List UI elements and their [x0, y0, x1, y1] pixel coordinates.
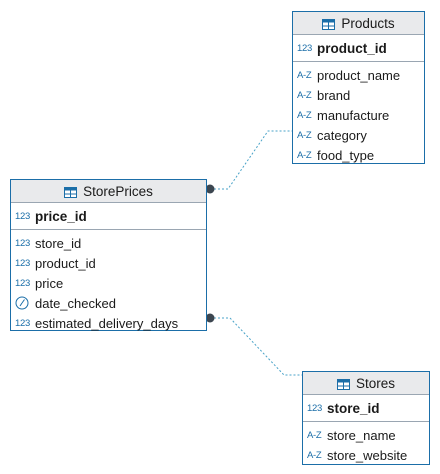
column-name: product_id — [35, 255, 96, 271]
table-icon — [322, 18, 336, 30]
primary-key-section: 123 store_id — [303, 395, 429, 422]
numeric-type-icon: 123 — [15, 237, 30, 249]
column-name: store_name — [327, 427, 396, 443]
columns-section: A-Z store_name A-Z store_website — [303, 422, 429, 468]
column-row[interactable]: A-Z food_type — [293, 145, 424, 165]
column-row[interactable]: 123 store_id — [11, 233, 206, 253]
string-type-icon: A-Z — [307, 449, 322, 461]
entity-title: Stores — [355, 375, 396, 391]
numeric-type-icon: 123 — [15, 210, 30, 222]
column-name: product_name — [317, 67, 401, 83]
relationship-line-storeprices-stores[interactable] — [210, 317, 302, 376]
column-row-pk[interactable]: 123 price_id — [11, 206, 206, 226]
column-name: manufacture — [317, 107, 390, 123]
entity-header[interactable]: StorePrices — [11, 180, 206, 203]
column-row[interactable]: A-Z product_name — [293, 65, 424, 85]
entity-title: StorePrices — [83, 183, 153, 199]
column-name: store_id — [35, 235, 82, 251]
numeric-type-icon: 123 — [15, 257, 30, 269]
column-name: store_website — [327, 447, 408, 463]
column-row[interactable]: 123 estimated_delivery_days — [11, 313, 206, 333]
numeric-type-icon: 123 — [297, 42, 312, 54]
column-name: date_checked — [35, 295, 116, 311]
entity-stores[interactable]: Stores 123 store_id A-Z store_name A-Z s… — [302, 371, 430, 465]
column-row[interactable]: 123 product_id — [11, 253, 206, 273]
column-row[interactable]: A-Z category — [293, 125, 424, 145]
primary-key-section: 123 product_id — [293, 35, 424, 62]
clock-icon — [15, 296, 35, 310]
relationship-line-storeprices-products[interactable] — [210, 130, 293, 190]
entity-products[interactable]: Products 123 product_id A-Z product_name… — [292, 11, 425, 164]
column-name: brand — [317, 87, 351, 103]
numeric-type-icon: 123 — [307, 402, 322, 414]
column-row-pk[interactable]: 123 store_id — [303, 398, 429, 418]
column-row[interactable]: 123 price — [11, 273, 206, 293]
column-name: product_id — [317, 40, 387, 56]
column-name: price_id — [35, 208, 87, 224]
column-name: estimated_delivery_days — [35, 315, 179, 331]
string-type-icon: A-Z — [307, 429, 322, 441]
column-name: store_id — [327, 400, 380, 416]
numeric-type-icon: 123 — [15, 317, 30, 329]
primary-key-section: 123 price_id — [11, 203, 206, 230]
string-type-icon: A-Z — [297, 89, 312, 101]
column-name: category — [317, 127, 367, 143]
string-type-icon: A-Z — [297, 129, 312, 141]
column-row-pk[interactable]: 123 product_id — [293, 38, 424, 58]
string-type-icon: A-Z — [297, 109, 312, 121]
entity-header[interactable]: Products — [293, 12, 424, 35]
columns-section: A-Z product_name A-Z brand A-Z manufactu… — [293, 62, 424, 168]
column-row[interactable]: A-Z store_name — [303, 425, 429, 445]
entity-title: Products — [341, 15, 395, 31]
numeric-type-icon: 123 — [15, 277, 30, 289]
column-row[interactable]: A-Z brand — [293, 85, 424, 105]
column-row[interactable]: date_checked — [11, 293, 206, 313]
entity-storeprices[interactable]: StorePrices 123 price_id 123 store_id 12… — [10, 179, 207, 331]
column-name: price — [35, 275, 64, 291]
column-row[interactable]: A-Z store_website — [303, 445, 429, 465]
column-name: food_type — [317, 147, 375, 163]
entity-header[interactable]: Stores — [303, 372, 429, 395]
string-type-icon: A-Z — [297, 69, 312, 81]
columns-section: 123 store_id 123 product_id 123 price — [11, 230, 206, 336]
string-type-icon: A-Z — [297, 149, 312, 161]
table-icon — [336, 378, 350, 390]
table-icon — [64, 186, 78, 198]
column-row[interactable]: A-Z manufacture — [293, 105, 424, 125]
